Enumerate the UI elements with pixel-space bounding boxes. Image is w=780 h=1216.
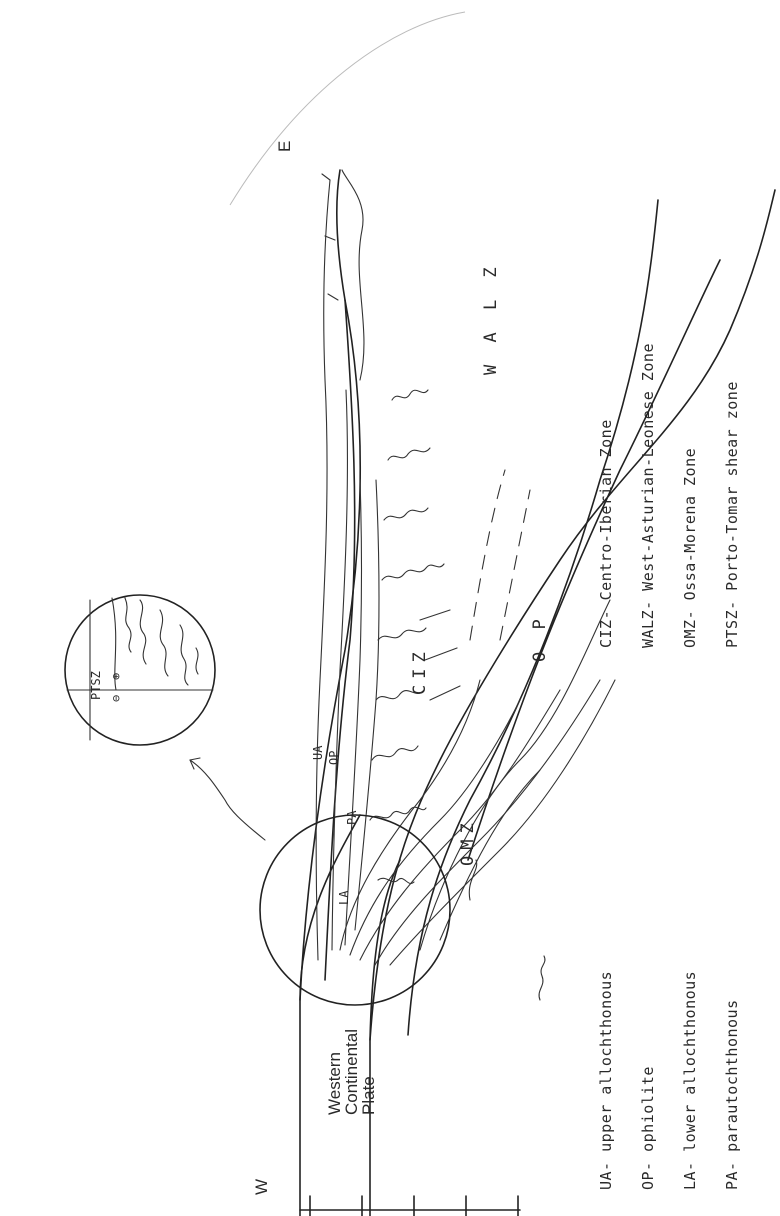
legend-left-item: OP- ophiolite	[639, 1066, 657, 1190]
label-la: LA	[337, 890, 351, 905]
direction-west: W	[252, 1179, 271, 1195]
inset-label-ptsz: PTSZ	[89, 671, 103, 700]
zone-ciz: CIZ	[410, 646, 430, 695]
labels: W E Western Continental Plate CIZ W A L …	[89, 141, 741, 1195]
inset-arrow	[190, 760, 265, 840]
legend-left-item: PA- parautochthonous	[723, 999, 741, 1190]
inset-plus-symbol: ⊕	[109, 673, 123, 680]
zone-walz: W A L Z	[481, 261, 501, 375]
label-op-small: OP	[327, 751, 341, 765]
direction-east: E	[275, 141, 294, 152]
inset-minus-symbol: ⊖	[109, 695, 123, 702]
zone-omz: OMZ	[458, 817, 478, 866]
omz-fault-slices	[420, 600, 610, 1000]
legend-right-item: WALZ- West-Asturian-Leonese Zone	[639, 343, 657, 648]
outer-boundaries	[300, 170, 775, 1040]
legend-right-item: PTSZ- Porto-Tomar shear zone	[723, 381, 741, 648]
legend-left-item: UA- upper allochthonous	[597, 971, 615, 1190]
legend-left-item: LA- lower allochthonous	[681, 971, 699, 1190]
legend-right-item: OMZ- Ossa-Morena Zone	[681, 448, 699, 648]
legend-right-item: CIZ- Centro-Iberian Zone	[597, 419, 615, 648]
plate-label-line3: Plate	[359, 1076, 378, 1115]
faint-arc	[230, 12, 465, 205]
zone-op: O P	[530, 613, 550, 662]
inset-ptsz-circle	[65, 595, 215, 745]
ciz-folds	[370, 390, 460, 884]
label-ua: UA	[311, 745, 325, 760]
label-pa: PA	[345, 810, 359, 825]
western-plate-box	[300, 815, 400, 1216]
scale-bar	[300, 1196, 520, 1216]
ptsz-focus-circle	[260, 815, 450, 1005]
